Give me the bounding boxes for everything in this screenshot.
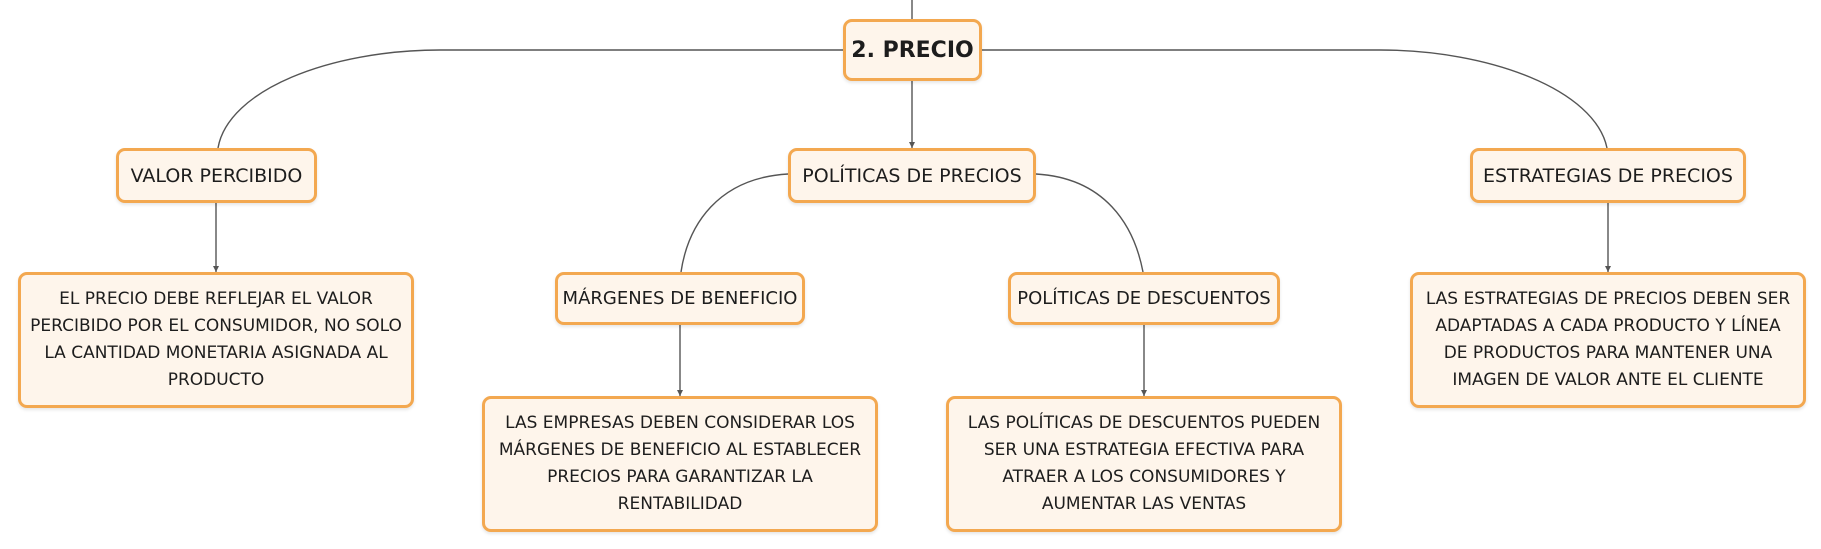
- arrowhead: [909, 142, 915, 148]
- node-margenes-detail[interactable]: LAS EMPRESAS DEBEN CONSIDERAR LOS MÁRGEN…: [482, 396, 878, 532]
- node-margenes-de-beneficio[interactable]: MÁRGENES DE BENEFICIO: [555, 272, 805, 325]
- node-label: VALOR PERCIBIDO: [130, 164, 303, 187]
- connector-politicas-to-descuentos: [1035, 173, 1144, 273]
- node-politicas-de-descuentos[interactable]: POLÍTICAS DE DESCUENTOS: [1008, 272, 1280, 325]
- node-text: LAS POLÍTICAS DE DESCUENTOS PUEDEN SER U…: [967, 413, 1321, 514]
- node-label: POLÍTICAS DE PRECIOS: [802, 164, 1022, 187]
- node-label: POLÍTICAS DE DESCUENTOS: [1017, 288, 1271, 309]
- node-text: LAS EMPRESAS DEBEN CONSIDERAR LOS MÁRGEN…: [498, 413, 862, 514]
- node-valor-percibido-detail[interactable]: EL PRECIO DEBE REFLEJAR EL VALOR PERCIBI…: [18, 272, 414, 408]
- node-politicas-de-precios[interactable]: POLÍTICAS DE PRECIOS: [788, 148, 1036, 203]
- node-root-precio[interactable]: 2. PRECIO: [843, 19, 982, 81]
- node-descuentos-detail[interactable]: LAS POLÍTICAS DE DESCUENTOS PUEDEN SER U…: [946, 396, 1342, 532]
- arrowhead: [677, 390, 683, 396]
- node-estrategias-de-precios[interactable]: ESTRATEGIAS DE PRECIOS: [1470, 148, 1746, 203]
- node-label: MÁRGENES DE BENEFICIO: [562, 288, 798, 309]
- connector-root-to-estrategias: [982, 49, 1608, 149]
- node-label: 2. PRECIO: [851, 37, 974, 63]
- connector-root-to-valor: [217, 49, 843, 149]
- arrowhead: [1141, 390, 1147, 396]
- node-label: ESTRATEGIAS DE PRECIOS: [1483, 164, 1733, 187]
- node-text: LAS ESTRATEGIAS DE PRECIOS DEBEN SER ADA…: [1425, 289, 1791, 390]
- node-valor-percibido[interactable]: VALOR PERCIBIDO: [116, 148, 317, 203]
- node-estrategias-detail[interactable]: LAS ESTRATEGIAS DE PRECIOS DEBEN SER ADA…: [1410, 272, 1806, 408]
- arrowhead: [1605, 266, 1611, 272]
- node-text: EL PRECIO DEBE REFLEJAR EL VALOR PERCIBI…: [30, 289, 402, 390]
- arrowhead: [213, 266, 219, 272]
- connector-politicas-to-margenes: [680, 173, 789, 273]
